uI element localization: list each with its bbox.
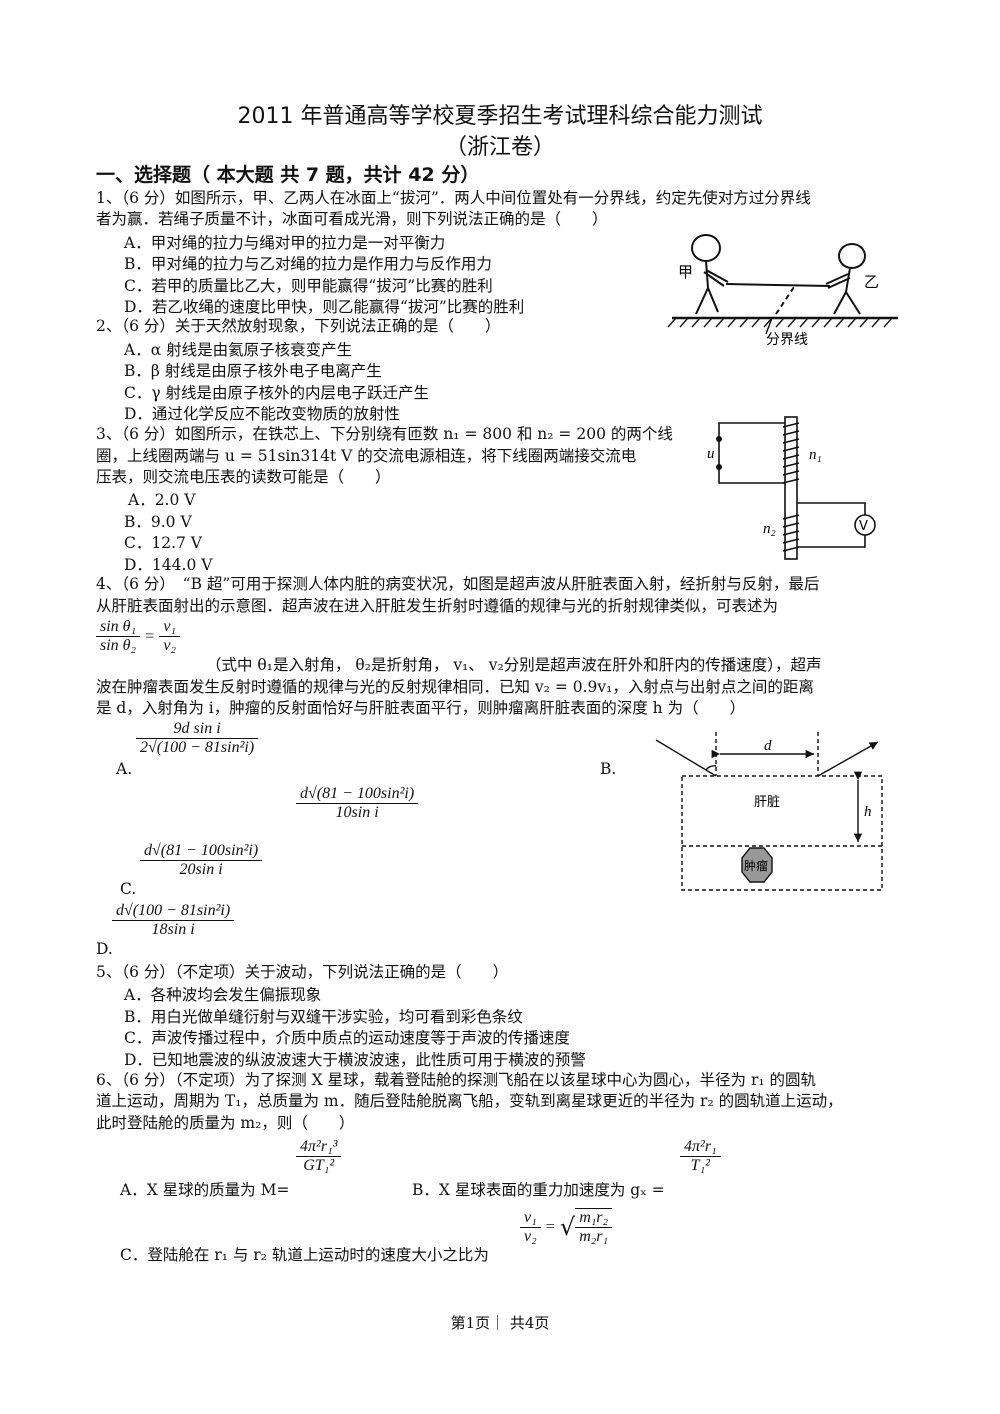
q4-option-c-num: d√(81 − 100sin²i)	[140, 842, 263, 861]
q1-option-a: A．甲对绳的拉力与绳对甲的拉力是一对平衡力	[124, 234, 446, 252]
q4-law-equals: =	[145, 628, 155, 645]
q6-option-c-num-right: m₁r₂	[575, 1209, 613, 1228]
page-title: 2011 年普通高等学校夏季招生考试理科综合能力测试	[237, 104, 763, 129]
transformer-figure: u n₁ n₂ V	[707, 416, 876, 560]
q3-option-b: B．9.0 V	[124, 513, 192, 531]
q6-option-a-text: A．X 星球的质量为 M=	[120, 1181, 290, 1199]
q2-option-b: B．β 射线是由原子核外电子电离产生	[124, 362, 382, 380]
q4-option-d-den: 18sin i	[151, 921, 195, 938]
q2-option-a: A．α 射线是由氦原子核衰变产生	[124, 341, 353, 359]
q2-option-c: C．γ 射线是由原子核外的内层电子跃迁产生	[124, 384, 430, 402]
q2-option-d: D．通过化学反应不能改变物质的放射性	[124, 405, 400, 423]
q4-option-a-den: 2√(100 − 81sin²i)	[140, 739, 255, 756]
page-footer: 第1页｜ 共4页	[450, 1314, 550, 1332]
q1-stem-line2: 者为赢．若绳子质量不计，冰面可看成光滑，则下列说法正确的是（ ）	[96, 210, 608, 228]
q6-option-a-num: 4π²r₁³	[296, 1138, 342, 1157]
q4-law-right-fraction: v₁ v₂	[159, 618, 180, 655]
q6-option-c-sqrt-sign: √	[559, 1213, 576, 1241]
figure-label-u: u	[707, 446, 715, 462]
q4-law-left-num: sin θ₁	[96, 618, 141, 637]
q3-option-a: A．2.0 V	[128, 491, 196, 509]
q6-option-c-den-right: m₂r₁	[579, 1228, 609, 1245]
q6-option-b-text: B．X 星球表面的重力加速度为 gₓ =	[412, 1181, 665, 1199]
q6-option-b-den: T₁²	[690, 1157, 710, 1174]
q4-option-b-num: d√(81 − 100sin²i)	[296, 785, 419, 804]
q6-option-c-text: C．登陆舱在 r₁ 与 r₂ 轨道上运动时的速度大小之比为	[120, 1246, 489, 1264]
figure-label-yi: 乙	[864, 273, 879, 291]
q6-option-c-num-left: v₁	[520, 1209, 541, 1228]
q4-stem-line4: 波在肿瘤表面发生反射时遵循的规律与光的反射规律相同．已知 v₂ = 0.9v₁，…	[96, 678, 814, 696]
q4-law-right-den: v₂	[163, 637, 176, 654]
q4-option-d-label: D.	[96, 940, 113, 958]
q3-option-c: C．12.7 V	[124, 534, 202, 552]
q6-option-c-radicand: m₁r₂ m₂r₁	[575, 1208, 613, 1246]
figure-label-d: d	[764, 738, 772, 754]
q4-option-b-den: 10sin i	[335, 804, 379, 821]
q4-stem-line2: 从肝脏表面射出的示意图．超声波在进入肝脏发生折射时遵循的规律与光的折射规律类似，…	[96, 597, 779, 615]
figure-label-n1: n₁	[809, 447, 822, 463]
q6-option-b-formula: 4π²r₁ T₁²	[680, 1138, 721, 1175]
figure-label-n2: n₂	[763, 521, 776, 537]
q4-option-c-formula: d√(81 − 100sin²i) 20sin i	[140, 842, 263, 879]
q5-option-c: C．声波传播过程中，介质中质点的运动速度等于声波的传播速度	[124, 1029, 570, 1047]
q6-option-b-num: 4π²r₁	[680, 1138, 721, 1157]
q1-option-c: C．若甲的质量比乙大，则甲能赢得“拔河”比赛的胜利	[124, 277, 493, 295]
q1-stem-line1: 1、（6 分）如图所示，甲、乙两人在冰面上“拔河”．两人中间位置处有一分界线，约…	[96, 189, 811, 207]
q3-stem-line1: 3、（6 分）如图所示，在铁芯上、下分别绕有匝数 n₁ = 800 和 n₂ =…	[96, 425, 673, 443]
figure-label-boundary: 分界线	[766, 332, 808, 348]
page-subtitle: （浙江卷）	[444, 135, 555, 160]
figure-label-liver: 肝脏	[754, 795, 780, 810]
q4-stem-line3: （式中 θ₁是入射角， θ₂是折射角， v₁、 v₂分别是超声波在肝外和肝内的传…	[206, 656, 822, 674]
q6-stem-line2: 道上运动，周期为 T₁，总质量为 m．随后登陆舱脱离飞船，变轨到离星球更近的半径…	[96, 1092, 843, 1110]
q1-option-d: D．若乙收绳的速度比甲快，则乙能赢得“拔河”比赛的胜利	[124, 298, 525, 316]
q6-option-a-den: GT₁²	[303, 1157, 335, 1174]
q4-option-a-label: A.	[116, 760, 133, 778]
q4-law-left-fraction: sin θ₁ sin θ₂	[96, 618, 141, 655]
q4-option-c-label: C.	[120, 880, 137, 898]
figure-label-h: h	[864, 804, 872, 820]
q5-stem: 5、（6 分）（不定项）关于波动，下列说法正确的是（ ）	[96, 963, 509, 981]
q5-option-a: A．各种波均会发生偏振现象	[124, 986, 322, 1004]
q4-option-a-formula: 9d sin i 2√(100 − 81sin²i)	[136, 720, 259, 757]
q4-stem-line5: 是 d，入射角为 i，肿瘤的反射面恰好与肝脏表面平行，则肿瘤离肝脏表面的深度 h…	[96, 699, 746, 717]
q4-option-a-num: 9d sin i	[136, 720, 259, 739]
figure-label-jia: 甲	[678, 263, 693, 281]
q4-option-b-label: B.	[600, 760, 617, 778]
ultrasound-figure: d h 肝脏 肿瘤	[655, 732, 883, 891]
tug-of-war-figure: 甲 乙 分界线	[667, 234, 898, 348]
q2-stem: 2、（6 分）关于天然放射现象，下列说法正确的是（ ）	[96, 317, 501, 335]
q5-option-d: D．已知地震波的纵波波速大于横波波速，此性质可用于横波的预警	[124, 1051, 586, 1069]
q6-stem-line1: 6、（6 分）（不定项）为了探测 X 星球，载着登陆舱的探测飞船在以该星球中心为…	[96, 1071, 817, 1089]
q3-stem-line3: 压表，则交流电压表的读数可能是（ ）	[96, 468, 391, 486]
q6-option-c-den-left: v₂	[524, 1227, 537, 1245]
q6-option-a-formula: 4π²r₁³ GT₁²	[296, 1138, 342, 1175]
q4-option-d-formula: d√(100 − 81sin²i) 18sin i	[112, 902, 235, 939]
q4-option-c-den: 20sin i	[179, 861, 223, 878]
q4-law-right-num: v₁	[159, 618, 180, 637]
q6-option-c-equals: =	[545, 1218, 555, 1236]
q6-option-c-formula: v₁ v₂ = √ m₁r₂ m₂r₁	[520, 1208, 613, 1246]
q4-law-left-den: sin θ₂	[100, 637, 137, 654]
q4-stem-line1: 4、（6 分） “B 超”可用于探测人体内脏的病变状况，如图是超声波从肝脏表面入…	[96, 575, 820, 593]
q3-stem-line2: 圈，上线圈两端与 u = 51sin314t V 的交流电源相连，将下线圈两端接…	[96, 447, 637, 465]
figure-label-tumor: 肿瘤	[744, 858, 768, 873]
voltmeter-label: V	[859, 519, 868, 534]
q6-stem-line3: 此时登陆舱的质量为 m₂，则（ ）	[96, 1114, 355, 1132]
q4-option-b-formula: d√(81 − 100sin²i) 10sin i	[296, 785, 419, 822]
q1-option-b: B．甲对绳的拉力与乙对绳的拉力是作用力与反作用力	[124, 255, 492, 273]
q5-option-b: B．用白光做单缝衍射与双缝干涉实验，均可看到彩色条纹	[124, 1008, 523, 1026]
section-heading: 一、选择题（ 本大题 共 7 题，共计 42 分）	[96, 164, 480, 186]
q4-refraction-law: sin θ₁ sin θ₂ = v₁ v₂	[96, 618, 180, 655]
q3-option-d: D．144.0 V	[124, 556, 213, 574]
q4-option-d-num: d√(100 − 81sin²i)	[112, 902, 235, 921]
